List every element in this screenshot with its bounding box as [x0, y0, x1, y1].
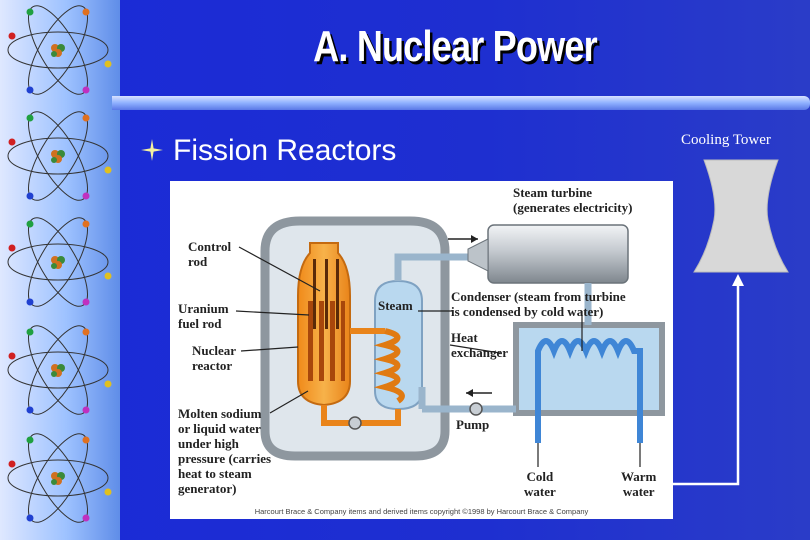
steam-turbine [487, 224, 629, 284]
reactor-diagram: Steam turbine (generates electricity) Co… [170, 181, 673, 519]
label-uranium-fuel-rod: Uranium fuel rod [178, 301, 229, 331]
reactor-diagram-art [235, 216, 665, 467]
sparkle-bullet-icon [141, 139, 163, 161]
atom-icon [7, 433, 112, 523]
label-warm-water: Warm water [621, 469, 657, 499]
label-cold-water: Cold water [524, 469, 556, 499]
cooling-tower-label: Cooling Tower [681, 132, 771, 148]
slide-title: A. Nuclear Power [313, 22, 597, 71]
copyright-notice: Harcourt Brace & Company items and deriv… [254, 507, 589, 516]
atom-icon [7, 111, 112, 201]
title-divider [112, 96, 810, 110]
atom-icon [7, 5, 112, 95]
atom-icon [7, 217, 112, 307]
label-condenser: Condenser (steam from turbine is condens… [451, 289, 626, 319]
label-molten-sodium: Molten sodium or liquid water under high… [178, 406, 272, 496]
atom-icon [7, 325, 112, 415]
cooling-tower-icon [693, 159, 789, 273]
label-pump: Pump [456, 417, 490, 432]
condenser-coil [535, 338, 643, 443]
label-nuclear-reactor: Nuclear reactor [192, 343, 237, 373]
label-heat-exchanger: Heat exchanger [451, 330, 509, 360]
label-steam-turbine: Steam turbine (generates electricity) [513, 185, 633, 215]
label-control-rod: Control rod [188, 239, 232, 269]
warm-water-flow-arrow [670, 274, 744, 486]
sidebar-decoration [0, 0, 120, 540]
label-steam: Steam [378, 298, 413, 313]
bullet-fission-reactors: Fission Reactors [173, 134, 397, 167]
